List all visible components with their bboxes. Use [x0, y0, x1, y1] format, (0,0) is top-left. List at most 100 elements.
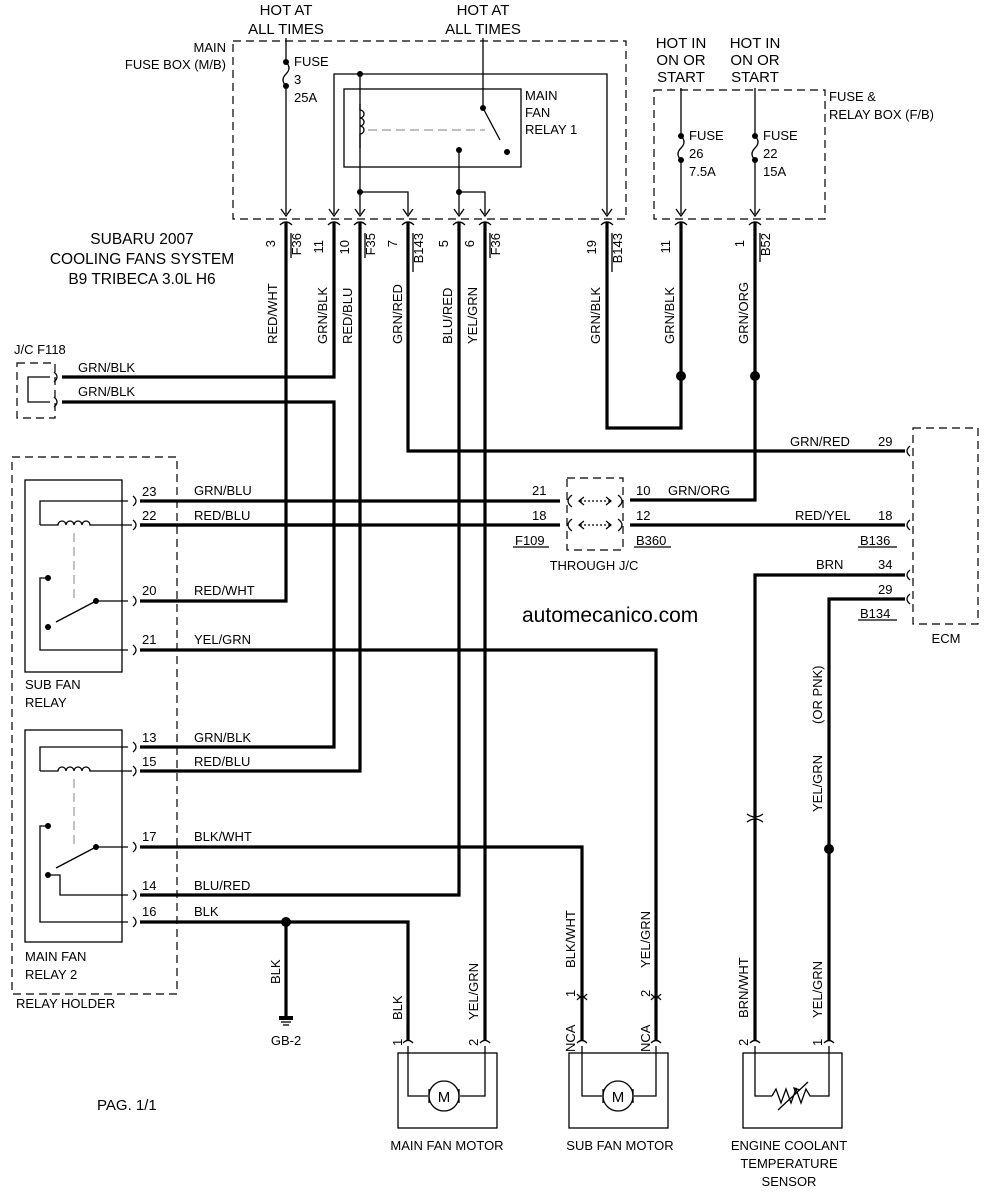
wire-label-blk-wht-h: BLK/WHT: [194, 829, 252, 844]
wire-color-labels: RED/WHT GRN/BLK RED/BLU GRN/RED BLU/RED …: [78, 282, 851, 1020]
mb-pin-labels: 3 F36 11 10 F35 7 B143 5 6 F36 19 B143 1…: [263, 233, 773, 272]
through-jc-label: THROUGH J/C: [550, 558, 639, 573]
conn-mb-f36a: F36: [289, 233, 304, 255]
conn-mb-f35: F35: [363, 233, 378, 255]
hot-in-label-1: HOT IN: [656, 35, 707, 52]
conn-jc-b360: B360: [636, 533, 666, 548]
fuse-relay-box: FUSE & RELAY BOX (F/B) FUSE 26 7.5A FUSE…: [653, 88, 934, 226]
coolant-sensor-icon: [742, 1046, 843, 1129]
start-label-2: START: [731, 69, 779, 86]
wire-label-blk-wht-v: BLK/WHT: [563, 910, 578, 968]
conn-ecm-b136: B136: [860, 533, 890, 548]
wire-label-blk-ground: BLK: [268, 959, 283, 984]
wire-label-grn-red-v: GRN/RED: [390, 284, 405, 344]
on-or-label-1: ON OR: [656, 52, 705, 69]
hot-in-label-2: HOT IN: [730, 35, 781, 52]
conn-mb-f36b: F36: [488, 233, 503, 255]
pin-sr-23: 23: [142, 484, 156, 499]
wire-label-blk-motor: BLK: [390, 995, 405, 1020]
main-fuse-box-label-1: MAIN: [194, 40, 227, 55]
pin-jc-21: 21: [532, 483, 546, 498]
wire-label-red-yel: RED/YEL: [795, 508, 851, 523]
pin-jc-12: 12: [636, 508, 650, 523]
wires: [62, 222, 905, 1040]
main-fuse-box: MAIN FUSE BOX (M/B) FUSE 3 25A: [125, 38, 627, 226]
pin-ecm-29b: 29: [878, 582, 892, 597]
pin-mb-3: 3: [263, 240, 278, 247]
pin-sr-21: 21: [142, 632, 156, 647]
wire-label-blk-h: BLK: [194, 904, 219, 919]
pin-jc-10: 10: [636, 483, 650, 498]
coolant-sensor-label-1: ENGINE COOLANT: [731, 1138, 847, 1153]
wire-label-red-wht-v: RED/WHT: [265, 283, 280, 344]
title-line-3: B9 TRIBECA 3.0L H6: [68, 271, 215, 288]
wire-label-grn-blu: GRN/BLU: [194, 483, 252, 498]
pin-fb-11: 11: [658, 240, 673, 254]
through-jc: THROUGH J/C 21 18 10 12 F109 B360: [513, 477, 671, 573]
main-fan-relay-2-icon: [24, 729, 132, 943]
pin-sfm-2a: 2: [638, 990, 653, 997]
conn-jc-f109: F109: [515, 533, 545, 548]
main-fan-relay-2-label-2: RELAY 2: [25, 967, 77, 982]
wire-label-blu-red-h: BLU/RED: [194, 878, 250, 893]
title-line-1: SUBARU 2007: [90, 231, 193, 248]
fuse-3-number: 3: [294, 72, 301, 87]
pin-mb-7: 7: [385, 240, 400, 247]
ground-icon: [279, 1016, 293, 1026]
sub-fan-motor-icon: M: [568, 1046, 669, 1129]
main-fuse-box-label-2: FUSE BOX (M/B): [125, 57, 226, 72]
fuse-22-label: FUSE: [763, 128, 798, 143]
hot-at-label-2: HOT AT: [457, 2, 510, 19]
wire-label-grn-blk-v: GRN/BLK: [315, 287, 330, 344]
wire-label-grn-blk-jc1: GRN/BLK: [78, 360, 135, 375]
pin-ecm-34: 34: [878, 557, 892, 572]
coolant-sensor-label-3: SENSOR: [762, 1174, 817, 1189]
pin-mb-5: 5: [436, 240, 451, 247]
wire-label-grn-blk-jc2: GRN/BLK: [78, 384, 135, 399]
pin-mr-13: 13: [142, 730, 156, 745]
wire-label-blu-red-v: BLU/RED: [440, 288, 455, 344]
all-times-label-1: ALL TIMES: [248, 21, 324, 38]
fuse-3-label: FUSE: [294, 54, 329, 69]
nca-label-2: NCA: [638, 1024, 653, 1052]
wire-label-yel-grn-motor: YEL/GRN: [466, 963, 481, 1020]
relay-box-label-2: RELAY BOX (F/B): [829, 107, 934, 122]
wire-label-grn-blk-v2: GRN/BLK: [588, 287, 603, 344]
main-fan-relay-1-label-3: RELAY 1: [525, 122, 577, 137]
wire-label-yel-grn-h: YEL/GRN: [194, 632, 251, 647]
pin-ecm-18: 18: [878, 508, 892, 523]
pin-sr-22: 22: [142, 508, 156, 523]
wire-label-or-pnk: (OR PNK): [810, 666, 825, 725]
ecm-label: ECM: [932, 631, 961, 646]
ground-label: GB-2: [271, 1033, 301, 1048]
sub-fan-relay-label-2: RELAY: [25, 695, 67, 710]
ecm: ECM 29 18 B136 34 29 B134: [858, 427, 979, 646]
pin-mfm-2: 2: [466, 1039, 481, 1046]
wire-label-grn-blk-h: GRN/BLK: [194, 730, 251, 745]
wire-label-brn-wht: BRN/WHT: [736, 957, 751, 1018]
wire-label-yel-grn-ect: YEL/GRN: [810, 961, 825, 1018]
nca-label-1: NCA: [563, 1024, 578, 1052]
main-fan-motor-icon: M: [397, 1046, 498, 1129]
on-or-label-2: ON OR: [730, 52, 779, 69]
fuse-26-label: FUSE: [689, 128, 724, 143]
sub-fan-motor-label: SUB FAN MOTOR: [566, 1138, 673, 1153]
wire-label-red-blu-h: RED/BLU: [194, 508, 250, 523]
wire-label-grn-org-h: GRN/ORG: [668, 483, 730, 498]
diagram-title: SUBARU 2007 COOLING FANS SYSTEM B9 TRIBE…: [50, 231, 234, 288]
main-fan-motor-label: MAIN FAN MOTOR: [390, 1138, 503, 1153]
fuse-22-number: 22: [763, 146, 777, 161]
fuse-3-amperage: 25A: [294, 90, 317, 105]
hot-at-label-1: HOT AT: [260, 2, 313, 19]
pin-mr-14: 14: [142, 878, 156, 893]
main-fan-relay-1-label-2: FAN: [525, 105, 550, 120]
component-connectors: [402, 993, 835, 1044]
main-fan-relay-1-icon: [343, 38, 522, 168]
main-fan-motor-symbol: M: [438, 1089, 451, 1106]
wire-label-grn-red-h: GRN/RED: [790, 434, 850, 449]
relay-box-label-1: FUSE &: [829, 89, 876, 104]
pin-mb-10: 10: [337, 240, 352, 254]
sub-fan-relay-icon: [24, 479, 132, 673]
